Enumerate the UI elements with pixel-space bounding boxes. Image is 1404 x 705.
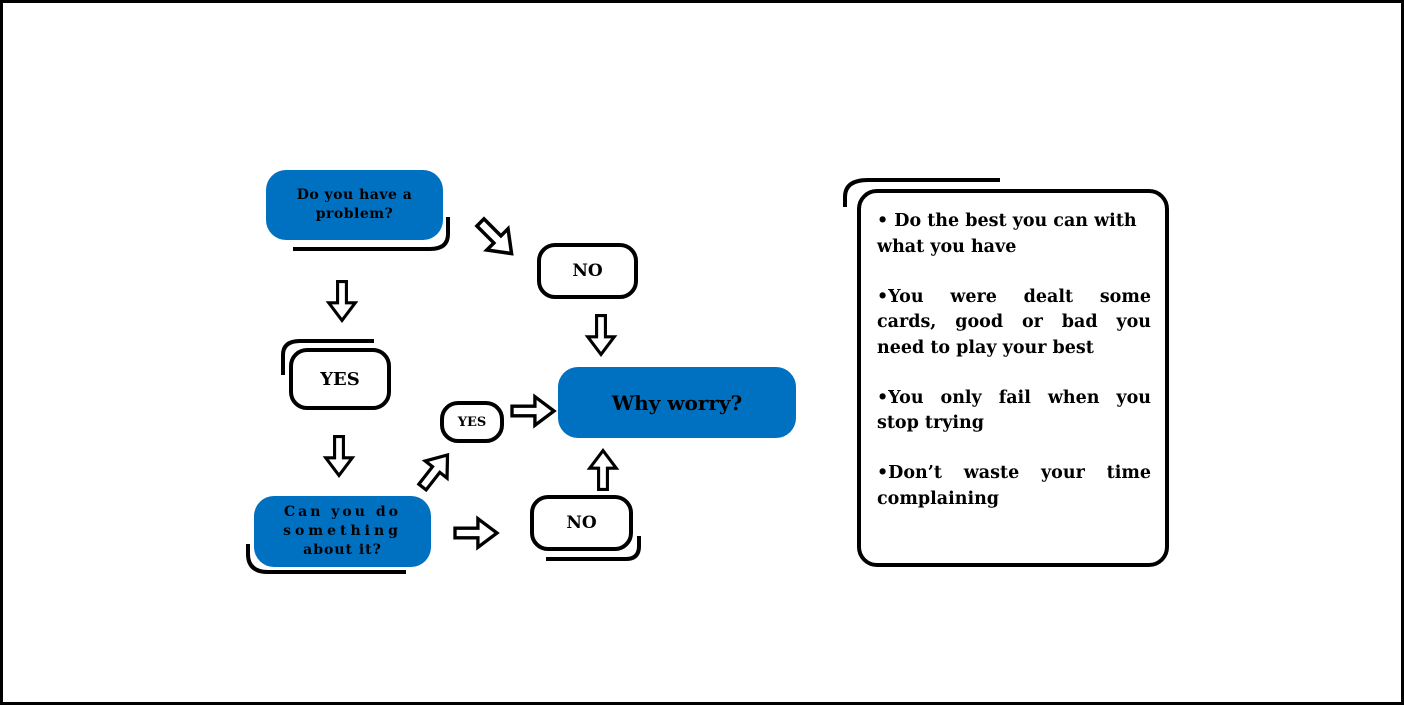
question-do-something-line2: something <box>283 523 402 539</box>
question-do-something-box: Can you do something about it? <box>254 496 431 567</box>
no-bottom-box: NO <box>530 495 633 551</box>
hollow-arrow-icon <box>474 216 514 256</box>
advice-item: •You were dealt some cards, good or bad … <box>877 286 1151 358</box>
question-problem-box: Do you have a problem? <box>266 170 443 240</box>
hollow-arrow-icon <box>322 434 356 479</box>
advice-item: •You only fail when you stop trying <box>877 387 1151 434</box>
swoosh-q2 <box>246 544 406 574</box>
swoosh-no2 <box>546 536 641 561</box>
no-top-text: NO <box>572 261 603 281</box>
swoosh-yes1 <box>281 339 374 375</box>
hollow-arrow-icon <box>416 452 450 493</box>
advice-item: •Don’t waste your time complaining <box>877 463 1151 509</box>
hollow-arrow-icon <box>453 515 500 551</box>
question-problem-text: Do you have a problem? <box>296 187 413 222</box>
hollow-arrow-icon <box>510 393 557 429</box>
swoosh-q1 <box>293 217 450 251</box>
advice-panel: • Do the best you can with what you have… <box>857 189 1169 567</box>
question-do-something-line1: Can you do <box>284 504 401 520</box>
hollow-arrow-icon <box>325 279 359 324</box>
hollow-arrow-icon <box>584 313 618 358</box>
hollow-arrow-icon <box>586 447 620 492</box>
yes-left-box: YES <box>289 348 391 410</box>
advice-item: • Do the best you can with what you have <box>877 211 1137 257</box>
yes-left-text: YES <box>320 368 360 390</box>
no-top-box: NO <box>537 243 638 299</box>
yes-small-text: YES <box>457 414 487 430</box>
why-worry-box: Why worry? <box>558 367 796 438</box>
why-worry-text: Why worry? <box>611 390 743 415</box>
swoosh-notes <box>843 178 1000 207</box>
yes-small-box: YES <box>440 401 504 443</box>
question-do-something-line3: about it? <box>303 542 382 558</box>
no-bottom-text: NO <box>566 513 597 533</box>
